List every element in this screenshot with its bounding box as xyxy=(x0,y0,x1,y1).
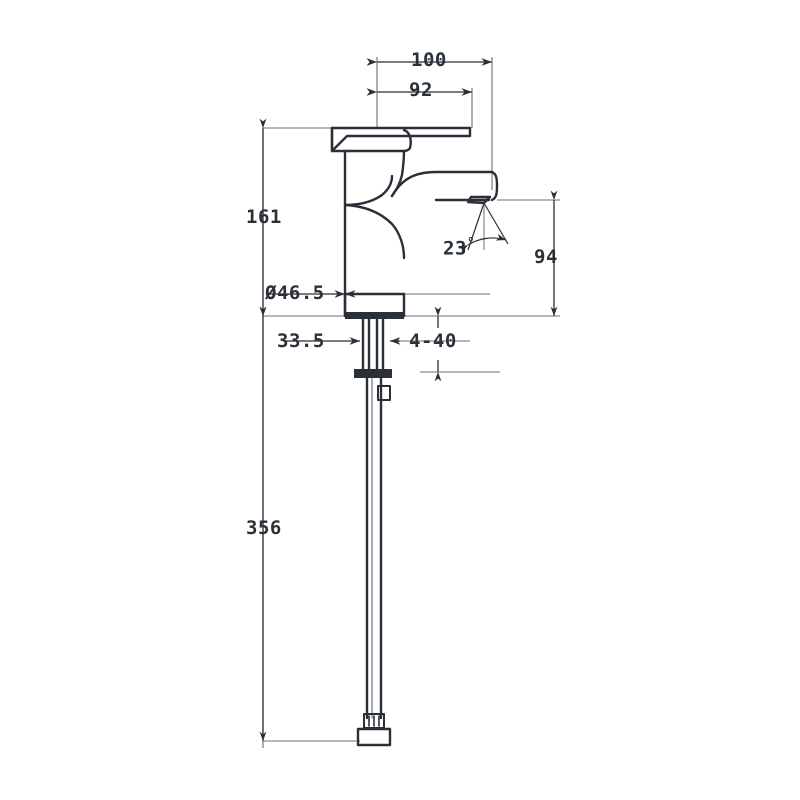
handle-hinge xyxy=(402,128,412,153)
body-column xyxy=(343,149,406,318)
dimension-label-161: 161 xyxy=(246,206,282,228)
angle-value: 23 xyxy=(443,237,467,260)
dimension-label-diameter: Ø46.5 xyxy=(265,282,325,304)
dimension-label-angle: 23° xyxy=(443,237,475,258)
extension-lines xyxy=(262,57,560,748)
degree-symbol: ° xyxy=(466,236,476,251)
spout-upper xyxy=(390,170,494,198)
spout-tip xyxy=(490,170,499,202)
spout-curve-lower xyxy=(343,203,406,260)
spout-outer-curve xyxy=(343,174,394,207)
dimension-label-94: 94 xyxy=(534,246,558,268)
faucet-outline xyxy=(330,126,499,747)
hose-end-nut xyxy=(356,727,392,747)
dimension-label-33-5: 33.5 xyxy=(277,330,325,352)
mounting-nut xyxy=(377,385,391,401)
angle-dimension-23 xyxy=(457,202,509,254)
handle-lever xyxy=(330,126,472,153)
mounting-washer xyxy=(354,369,392,378)
aerator-nozzle xyxy=(466,195,492,205)
dimension-label-100: 100 xyxy=(411,49,447,71)
dimension-label-92: 92 xyxy=(409,79,433,101)
dimension-label-4-40: 4-40 xyxy=(409,330,457,352)
dimension-label-356: 356 xyxy=(246,517,282,539)
base-collar xyxy=(345,312,404,319)
